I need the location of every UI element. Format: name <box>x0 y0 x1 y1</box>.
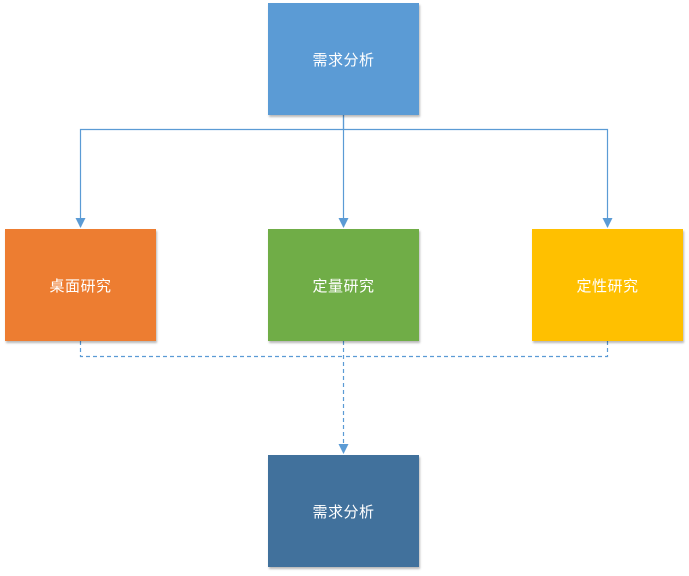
node-desk-research: 桌面研究 <box>5 229 156 341</box>
edge-left-to-bottom <box>79 341 344 358</box>
node-label: 定量研究 <box>312 276 375 295</box>
node-requirement-analysis-bottom: 需求分析 <box>268 455 419 567</box>
node-label: 需求分析 <box>312 502 375 521</box>
node-label: 桌面研究 <box>49 276 112 295</box>
node-qualitative-research: 定性研究 <box>532 229 683 341</box>
node-label: 需求分析 <box>312 50 375 69</box>
node-label: 定性研究 <box>576 276 639 295</box>
edge-right-to-bottom <box>343 341 609 358</box>
node-quantitative-research: 定量研究 <box>268 229 419 341</box>
edge-top-to-right <box>343 128 613 228</box>
edge-top-to-left <box>75 115 345 228</box>
node-requirement-analysis-top: 需求分析 <box>268 3 419 115</box>
